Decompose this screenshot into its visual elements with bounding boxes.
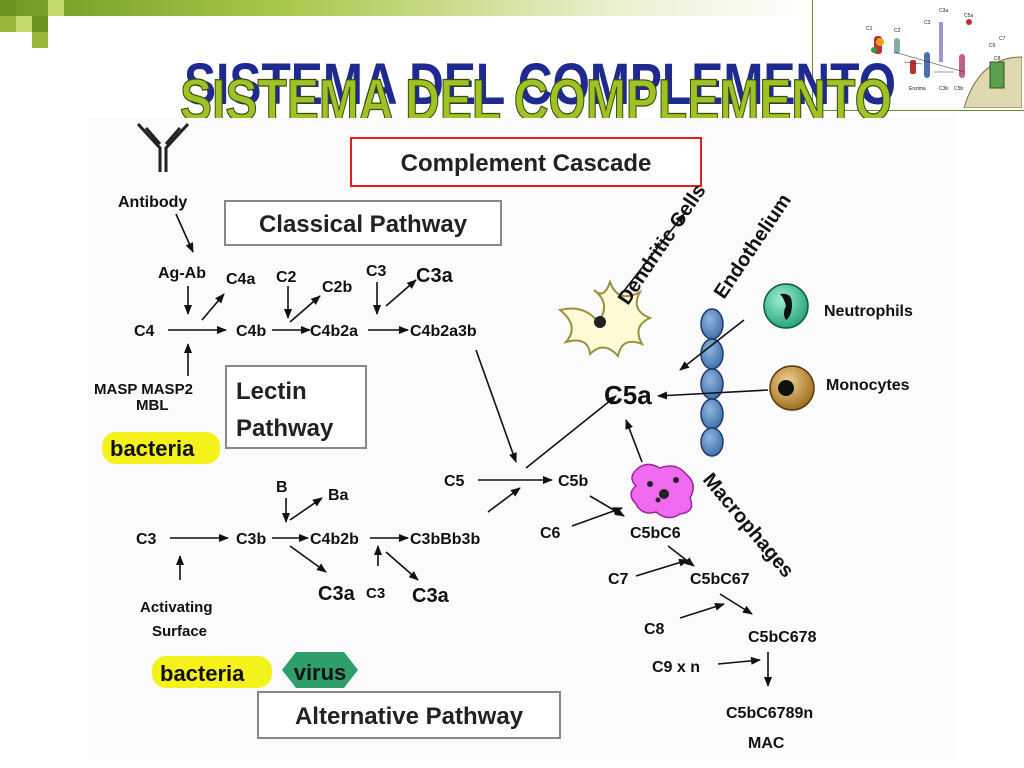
slide-title-text: SISTEMA DEL COMPLEMENTO <box>180 68 892 128</box>
corner-square-dark-3 <box>32 32 48 48</box>
diagram-panel <box>88 118 956 760</box>
corner-square-light-3 <box>48 0 64 16</box>
thumb-label: Enzima <box>909 86 926 92</box>
label-c6: C6 <box>540 525 561 542</box>
corner-square-dark-2 <box>32 16 48 32</box>
label-c3a-left: C3a <box>318 583 356 605</box>
label-ba: Ba <box>328 487 349 504</box>
thumb-label: C8 <box>994 56 1001 62</box>
label-endothelium: Endothelium <box>710 190 796 303</box>
label-c5bc6: C5bC6 <box>630 525 681 542</box>
lectin-pathway-box <box>225 365 367 449</box>
label-c4b: C4b <box>236 323 266 340</box>
label-c2b: C2b <box>322 279 352 296</box>
thumb-label: C5b <box>954 86 963 92</box>
thumbnail-cascade-image: C2 C1 C3 C3a C5a Enzima C3b C5b C6 C7 C8… <box>866 8 1022 108</box>
corner-square-dark-1 <box>0 0 16 16</box>
classical-pathway-box <box>224 200 502 246</box>
label-c4: C4 <box>134 323 155 340</box>
complement-cascade-title: Complement Cascade <box>401 150 652 177</box>
complement-cascade-box <box>350 137 702 187</box>
label-dendritic: Dendritic Cells <box>614 180 711 308</box>
label-mac: MAC <box>748 735 785 752</box>
thumb-label: C2 <box>894 28 901 34</box>
label-surface: Surface <box>152 623 207 640</box>
label-c4b2a3b: C4b2a3b <box>410 323 477 340</box>
thumb-label: C3a <box>939 8 948 14</box>
endothelium-icon <box>700 308 724 457</box>
label-macrophages: Macrophages <box>698 469 798 582</box>
label-activating: Activating <box>140 599 213 616</box>
thumb-label: C3b <box>939 86 948 92</box>
label-c3-top: C3 <box>366 263 387 280</box>
thumb-label: C7 <box>999 36 1006 42</box>
classical-pathway-title: Classical Pathway <box>259 211 468 238</box>
alternative-pathway-box <box>257 691 561 739</box>
corner-square-light-1 <box>16 16 32 32</box>
label-virus: virus <box>294 660 347 685</box>
top-gradient-band <box>0 0 812 16</box>
label-c5bc678: C5bC678 <box>748 629 817 646</box>
lectin-pathway-line1: Lectin <box>236 378 307 405</box>
label-c9xn: C9 x n <box>652 659 700 676</box>
bacteria-alt-highlight <box>152 656 272 688</box>
label-c5bc6789n: C5bC6789n <box>726 705 813 722</box>
thumb-label: C1 <box>866 26 873 32</box>
label-bacteria-alt: bacteria <box>160 661 245 686</box>
label-bacteria-lectin: bacteria <box>110 436 195 461</box>
label-c3-alt: C3 <box>136 531 157 548</box>
neutrophil-icon <box>763 283 809 329</box>
label-c8: C8 <box>644 621 665 638</box>
label-c5b: C5b <box>558 473 588 490</box>
label-c4b2a: C4b2a <box>310 323 358 340</box>
monocyte-icon <box>769 365 815 411</box>
label-c5: C5 <box>444 473 465 490</box>
label-c2: C2 <box>276 269 297 286</box>
label-monocytes: Monocytes <box>826 377 910 394</box>
neutrophil-nucleus <box>780 293 792 320</box>
label-c4b2b: C4b2b <box>310 531 359 548</box>
label-c7: C7 <box>608 571 629 588</box>
label-c4a: C4a <box>226 271 255 288</box>
monocyte-nucleus <box>778 380 794 396</box>
lectin-pathway-line2: Pathway <box>236 415 334 442</box>
label-c5a: C5a <box>604 380 652 410</box>
label-antibody: Antibody <box>118 194 187 211</box>
thumb-label: C5a <box>964 13 973 19</box>
thumb-label: C6 <box>989 43 996 49</box>
label-masp: MASP MASP2 <box>94 381 193 398</box>
label-ag-ab: Ag-Ab <box>158 265 206 282</box>
alternative-pathway-title: Alternative Pathway <box>295 703 524 730</box>
macrophage-icon <box>630 463 694 519</box>
label-c3b: C3b <box>236 531 266 548</box>
label-neutrophils: Neutrophils <box>824 303 913 320</box>
corner-square-light-2 <box>0 16 16 32</box>
label-c3bbb3b: C3bBb3b <box>410 531 480 548</box>
antibody-icon <box>136 122 190 172</box>
thumb-label: C3 <box>924 20 931 26</box>
label-c3a-top: C3a <box>416 265 454 287</box>
label-c3a-right: C3a <box>412 585 450 607</box>
slide-title-shadow: SISTEMA DEL COMPLEMENTO <box>184 52 896 117</box>
label-c5bc67: C5bC67 <box>690 571 750 588</box>
slide-title: SISTEMA DEL COMPLEMENTO SISTEMA DEL COMP… <box>180 52 896 128</box>
dendritic-cell-nucleus <box>594 316 606 328</box>
bacteria-lectin-highlight <box>102 432 220 464</box>
virus-shape <box>282 652 358 688</box>
label-c3-small: C3 <box>366 585 385 602</box>
label-b: B <box>276 479 288 496</box>
label-mbl: MBL <box>136 397 169 414</box>
dendritic-cell-icon <box>557 278 653 359</box>
